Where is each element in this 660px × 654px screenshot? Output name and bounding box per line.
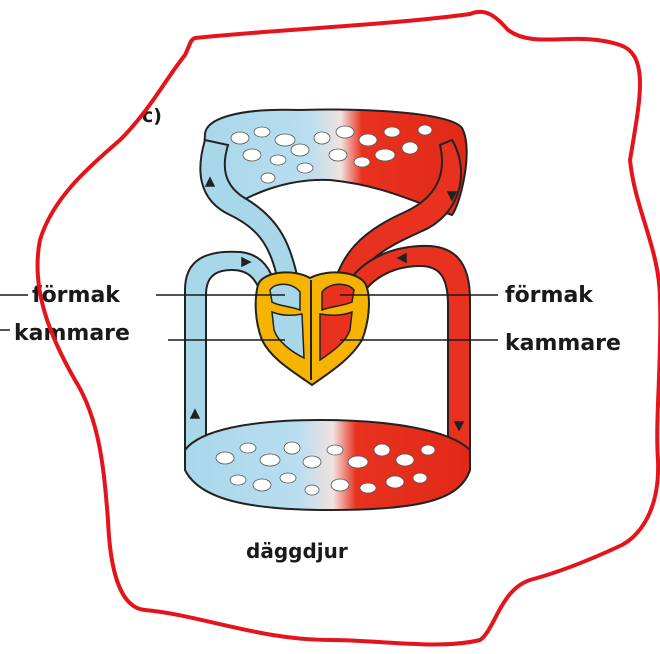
body-capillary-bed	[185, 420, 470, 510]
heart	[256, 272, 369, 385]
label-left-atrium: förmak	[32, 283, 121, 308]
diagram-caption: däggdjur	[246, 539, 348, 563]
label-right-atrium: förmak	[505, 283, 594, 308]
label-right-ventricle: kammare	[505, 331, 621, 356]
label-left-ventricle: kammare	[14, 321, 130, 346]
